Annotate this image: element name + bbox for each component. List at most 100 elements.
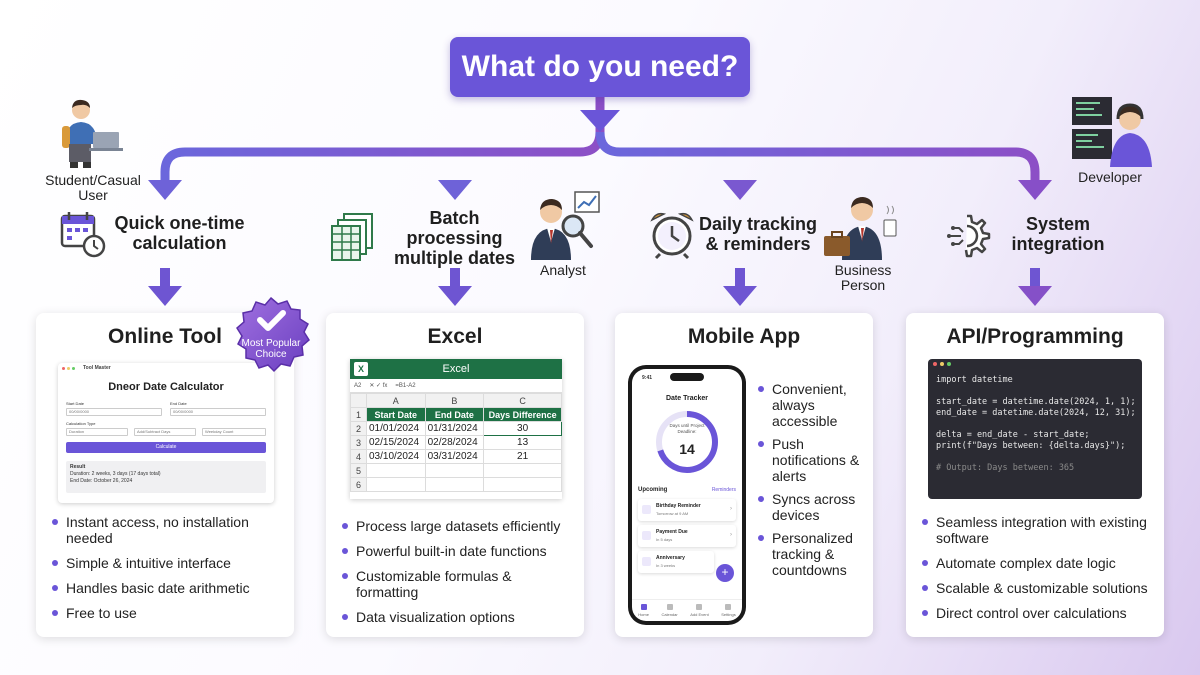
countdown-label: Days until Project Deadline: xyxy=(669,423,705,434)
excel-titlebar: X Excel xyxy=(350,359,562,379)
phone-mockup: 9:41 Date Tracker Days until Project Dea… xyxy=(628,365,746,625)
table-cell[interactable] xyxy=(483,477,562,492)
mockup-result-title: Result xyxy=(70,464,86,470)
feature-item: Data visualization options xyxy=(342,609,574,625)
list-item-sub: In 3 weeks xyxy=(656,563,676,568)
need-system-integration-label: System integration xyxy=(1011,214,1105,254)
feature-item: Personalized tracking & countdowns xyxy=(758,530,863,578)
table-cell[interactable]: 21 xyxy=(483,449,562,464)
need-batch-processing-label: Batch processing multiple dates xyxy=(393,208,516,268)
chevron-right-icon: › xyxy=(730,506,732,512)
table-header-cell[interactable]: Start Date xyxy=(366,407,426,422)
list-item[interactable]: Anniversary In 3 weeks xyxy=(638,551,714,573)
countdown-ring-progress xyxy=(656,411,718,473)
mockup-start-label: Start Date xyxy=(66,401,85,406)
nav-calendar[interactable]: Calendar xyxy=(661,604,677,617)
table-cell[interactable]: 03/31/2024 xyxy=(424,449,485,464)
row-header[interactable]: 3 xyxy=(350,435,367,450)
excel-features: Process large datasets efficiently Power… xyxy=(342,518,574,634)
excel-formula[interactable]: =B1-A2 xyxy=(395,382,416,389)
student-laptop-icon xyxy=(62,99,123,168)
table-cell[interactable]: 01/01/2024 xyxy=(366,421,426,436)
feature-item: Convenient, always accessible xyxy=(758,381,863,429)
online-tool-mockup: Tool Master Dneor Date Calculator Start … xyxy=(58,363,274,503)
nav-add-event[interactable]: Add Event xyxy=(690,604,708,617)
code-editor-mockup: import datetime start_date = datetime.da… xyxy=(928,359,1142,499)
most-popular-badge: Most Popular Choice xyxy=(236,296,310,373)
mockup-option-add-subtract[interactable]: Add/Subtract Days xyxy=(134,428,196,436)
mockup-end-input[interactable]: 00/00/0000 xyxy=(170,408,266,416)
card-online-tool: Online Tool Tool Master Dneor Date Calcu… xyxy=(36,313,294,637)
table-cell[interactable]: 02/28/2024 xyxy=(424,435,485,450)
row-header[interactable]: 4 xyxy=(350,449,367,464)
table-cell[interactable] xyxy=(366,463,426,478)
table-cell[interactable]: 01/31/2024 xyxy=(424,421,485,436)
feature-item: Process large datasets efficiently xyxy=(342,518,574,534)
list-item[interactable]: Payment Due In 5 days › xyxy=(638,525,736,547)
checkmark-icon xyxy=(257,310,286,331)
analyst-magnifier-icon xyxy=(531,191,600,260)
table-header-cell[interactable]: Days Difference xyxy=(483,407,562,422)
alarm-clock-icon xyxy=(650,212,694,260)
persona-analyst-label: Analyst xyxy=(540,262,586,278)
badge-text-line2: Choice xyxy=(255,349,287,360)
list-item-sub: In 5 days xyxy=(656,537,673,542)
table-cell[interactable] xyxy=(424,477,485,492)
mockup-brand: Tool Master xyxy=(83,365,111,371)
column-header[interactable]: C xyxy=(483,393,562,408)
feature-item: Instant access, no installation needed xyxy=(52,514,284,546)
table-header-cell[interactable]: End Date xyxy=(424,407,485,422)
column-header[interactable]: B xyxy=(424,393,485,408)
row-header[interactable]: 2 xyxy=(350,421,367,436)
table-cell[interactable]: 13 xyxy=(483,435,562,450)
list-item-title: Birthday Reminder xyxy=(656,503,701,509)
need-daily-tracking: Daily tracking & reminders xyxy=(648,208,818,260)
table-cell[interactable]: 02/15/2024 xyxy=(366,435,426,450)
table-cell[interactable] xyxy=(424,463,485,478)
feature-item: Syncs across devices xyxy=(758,491,863,523)
table-cell[interactable] xyxy=(483,463,562,478)
mockup-start-input[interactable]: 00/00/0000 xyxy=(66,408,162,416)
card-arrows xyxy=(148,268,1052,306)
calendar-clock-icon xyxy=(60,212,106,258)
add-event-fab[interactable]: + xyxy=(716,564,734,582)
persona-developer: Developer xyxy=(1060,95,1160,185)
table-cell-selected[interactable]: 30 xyxy=(483,421,562,436)
api-features: Seamless integration with existing softw… xyxy=(922,514,1154,630)
corner-cell xyxy=(350,393,367,408)
list-item-title: Anniversary xyxy=(656,555,685,561)
need-quick-calculation-label: Quick one-time calculation xyxy=(114,213,245,253)
persona-business: Business Person xyxy=(818,190,908,293)
column-header[interactable]: A xyxy=(366,393,426,408)
card-mobile-app: Mobile App 9:41 Date Tracker Days until … xyxy=(615,313,873,637)
mockup-option-weekday[interactable]: Weekday Count xyxy=(202,428,266,436)
list-item[interactable]: Birthday Reminder Tomorrow at 9 AM › xyxy=(638,499,736,521)
nav-settings[interactable]: Settings xyxy=(721,604,735,617)
excel-cell-ref[interactable]: A2 xyxy=(354,382,362,389)
card-excel: Excel X Excel A2 ✕ ✓ fx =B1-A2 A B C 1 S… xyxy=(326,313,584,637)
mockup-titlebar: Tool Master xyxy=(58,363,274,373)
mobile-app-features: Convenient, always accessible Push notif… xyxy=(758,381,863,585)
mockup-option-duration[interactable]: Duration xyxy=(66,428,128,436)
feature-item: Seamless integration with existing softw… xyxy=(922,514,1154,546)
row-header[interactable]: 5 xyxy=(350,463,367,478)
phone-time: 9:41 xyxy=(642,375,653,381)
excel-mockup: X Excel A2 ✕ ✓ fx =B1-A2 A B C 1 Start D… xyxy=(350,359,562,499)
feature-item: Scalable & customizable solutions xyxy=(922,580,1154,596)
root-question-box: What do you need? xyxy=(450,37,750,97)
phone-reminders-link[interactable]: Reminders xyxy=(711,487,736,493)
nav-home[interactable]: Home xyxy=(638,604,649,617)
row-header[interactable]: 1 xyxy=(350,407,367,422)
developer-monitors-icon xyxy=(1072,97,1152,167)
row-header[interactable]: 6 xyxy=(350,477,367,492)
need-daily-tracking-label: Daily tracking & reminders xyxy=(698,214,818,254)
code-editor-titlebar xyxy=(928,359,1142,367)
table-cell[interactable]: 03/10/2024 xyxy=(366,449,426,464)
list-item-title: Payment Due xyxy=(656,529,688,535)
mockup-calculate-button[interactable]: Calculate xyxy=(66,442,266,453)
phone-bottom-nav: Home Calendar Add Event Settings xyxy=(632,599,742,621)
mockup-end-label: End Date xyxy=(170,401,187,406)
persona-student-label: Student/Casual User xyxy=(45,172,141,203)
table-cell[interactable] xyxy=(366,477,426,492)
code-block: import datetime start_date = datetime.da… xyxy=(928,367,1142,474)
